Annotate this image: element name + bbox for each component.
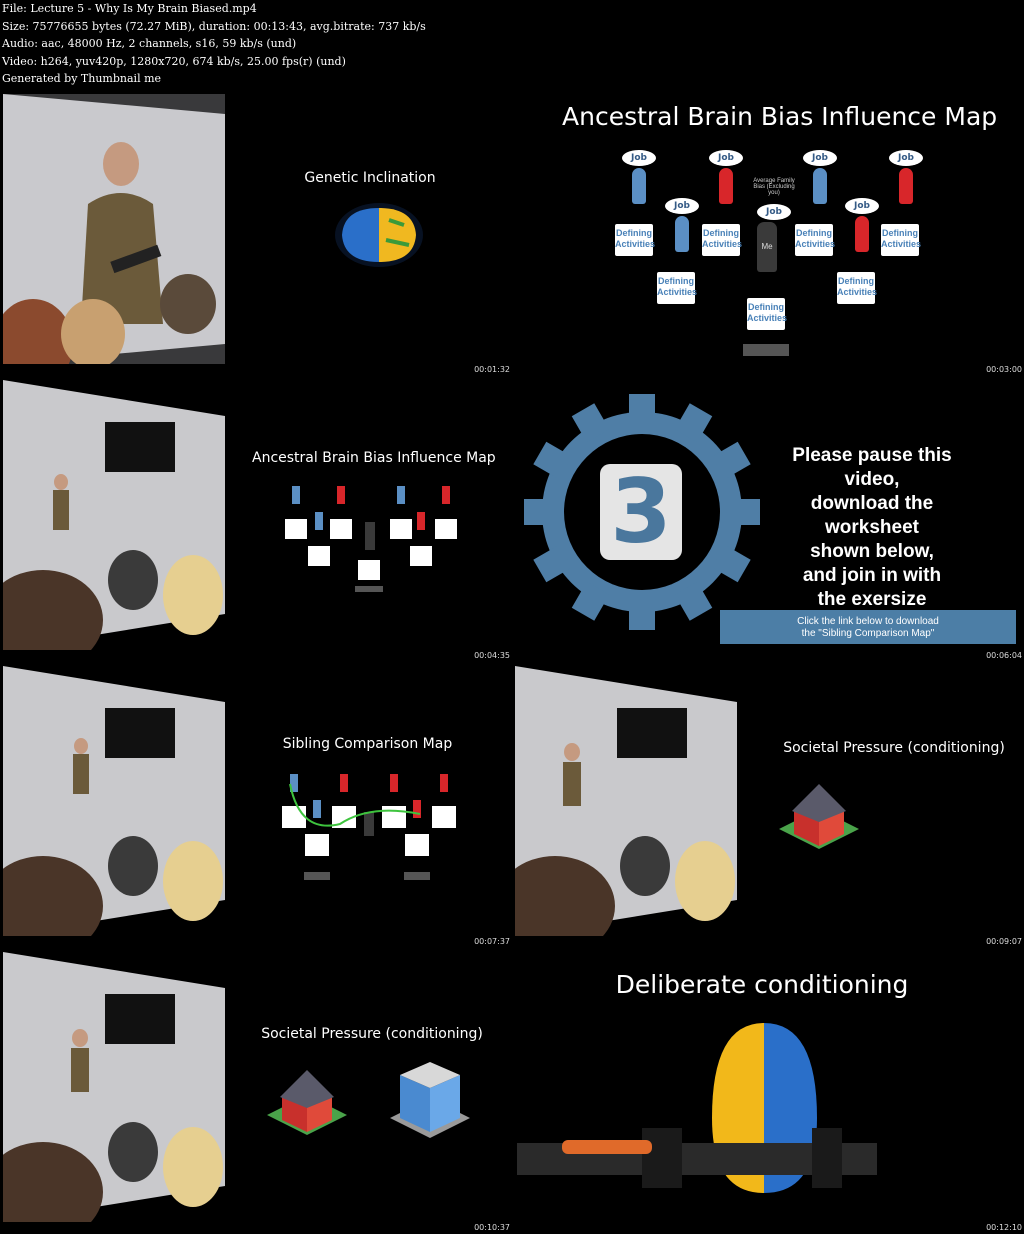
defining-box: Defining Activities (795, 224, 835, 256)
generator-line: Generated by Thumbnail me (2, 72, 162, 85)
influence-map: Job Defining Activities Job Defining Act… (607, 148, 937, 368)
thumbnail-1[interactable]: Genetic Inclination 00:01:32 (0, 90, 512, 376)
office-building-icon (390, 1062, 470, 1138)
house-icon (779, 784, 859, 849)
defining-box: Defining Activities (747, 298, 787, 330)
slide-title: Societal Pressure (conditioning) (261, 1026, 483, 1042)
defining-box: Defining Activities (881, 224, 921, 256)
lecture-room-photo (3, 380, 225, 650)
thumbnail-4[interactable]: 3 Please pause this video, download the … (512, 376, 1024, 662)
timestamp: 00:10:37 (474, 1223, 510, 1232)
slide-title: Ancestral Brain Bias Influence Map (252, 450, 496, 466)
slide-title: Deliberate conditioning (615, 970, 909, 999)
timestamp: 00:01:32 (474, 365, 510, 374)
thumbnail-2[interactable]: Ancestral Brain Bias Influence Map Job D… (512, 90, 1024, 376)
job-bubble: Job (889, 150, 923, 166)
countdown-number: 3 (600, 464, 682, 560)
thumbnail-5[interactable]: Sibling Comparison Map 00:07:37 (0, 662, 512, 948)
speaker-photo (3, 94, 225, 364)
lecture-room-photo (3, 952, 225, 1222)
job-bubble: Job (757, 204, 791, 220)
sibling-map (282, 774, 456, 880)
job-bubble: Job (665, 198, 699, 214)
thumbnail-3[interactable]: Ancestral Brain Bias Influence Map 00:04… (0, 376, 512, 662)
timestamp: 00:06:04 (986, 651, 1022, 660)
lecture-room-photo (3, 666, 225, 936)
job-bubble: Job (803, 150, 837, 166)
average-note: Average Family Bias (Excluding you) (753, 178, 795, 196)
person-icon (632, 168, 646, 204)
me-figure: Me (757, 222, 777, 272)
audio-line: Audio: aac, 48000 Hz, 2 channels, s16, 5… (2, 37, 297, 50)
slide-title: Sibling Comparison Map (282, 736, 453, 752)
defining-box: Defining Activities (657, 272, 697, 304)
slide-title: Ancestral Brain Bias Influence Map (562, 102, 998, 131)
job-bubble: Job (845, 198, 879, 214)
thumbnail-7[interactable]: Societal Pressure (conditioning) 00:10:3… (0, 948, 512, 1234)
brain-icon (335, 203, 423, 267)
thumbnail-6[interactable]: Societal Pressure (conditioning) 00:09:0… (512, 662, 1024, 948)
house-icon (267, 1070, 347, 1135)
download-banner[interactable]: Click the link below to download the "Si… (720, 610, 1016, 644)
job-bubble: Job (709, 150, 743, 166)
slide-title: Societal Pressure (conditioning) (783, 740, 1005, 756)
timestamp: 00:07:37 (474, 937, 510, 946)
size-line: Size: 75776655 bytes (72.27 MiB), durati… (2, 19, 426, 33)
file-info-header: File: Lecture 5 - Why Is My Brain Biased… (2, 0, 426, 88)
timestamp: 00:12:10 (986, 1223, 1022, 1232)
video-line: Video: h264, yuv420p, 1280x720, 674 kb/s… (2, 54, 346, 68)
defining-box: Defining Activities (837, 272, 877, 304)
person-icon (675, 216, 689, 252)
file-line: File: Lecture 5 - Why Is My Brain Biased… (2, 2, 257, 15)
person-icon (899, 168, 913, 204)
person-icon (855, 216, 869, 252)
defining-box: Defining Activities (615, 224, 655, 256)
thumbnail-8[interactable]: Deliberate conditioning 00:12:10 (512, 948, 1024, 1234)
timestamp: 00:03:00 (986, 365, 1022, 374)
slide-title: Genetic Inclination (304, 170, 436, 186)
divider-bar (743, 344, 789, 356)
job-bubble: Job (622, 150, 656, 166)
defining-box: Defining Activities (702, 224, 742, 256)
lecture-room-photo (515, 666, 737, 936)
timestamp: 00:09:07 (986, 937, 1022, 946)
timestamp: 00:04:35 (474, 651, 510, 660)
brain-clamp-image (517, 1023, 877, 1193)
influence-map-small (285, 486, 457, 592)
pause-message: Please pause this video, download the wo… (792, 445, 952, 610)
person-icon (719, 168, 733, 204)
person-icon (813, 168, 827, 204)
